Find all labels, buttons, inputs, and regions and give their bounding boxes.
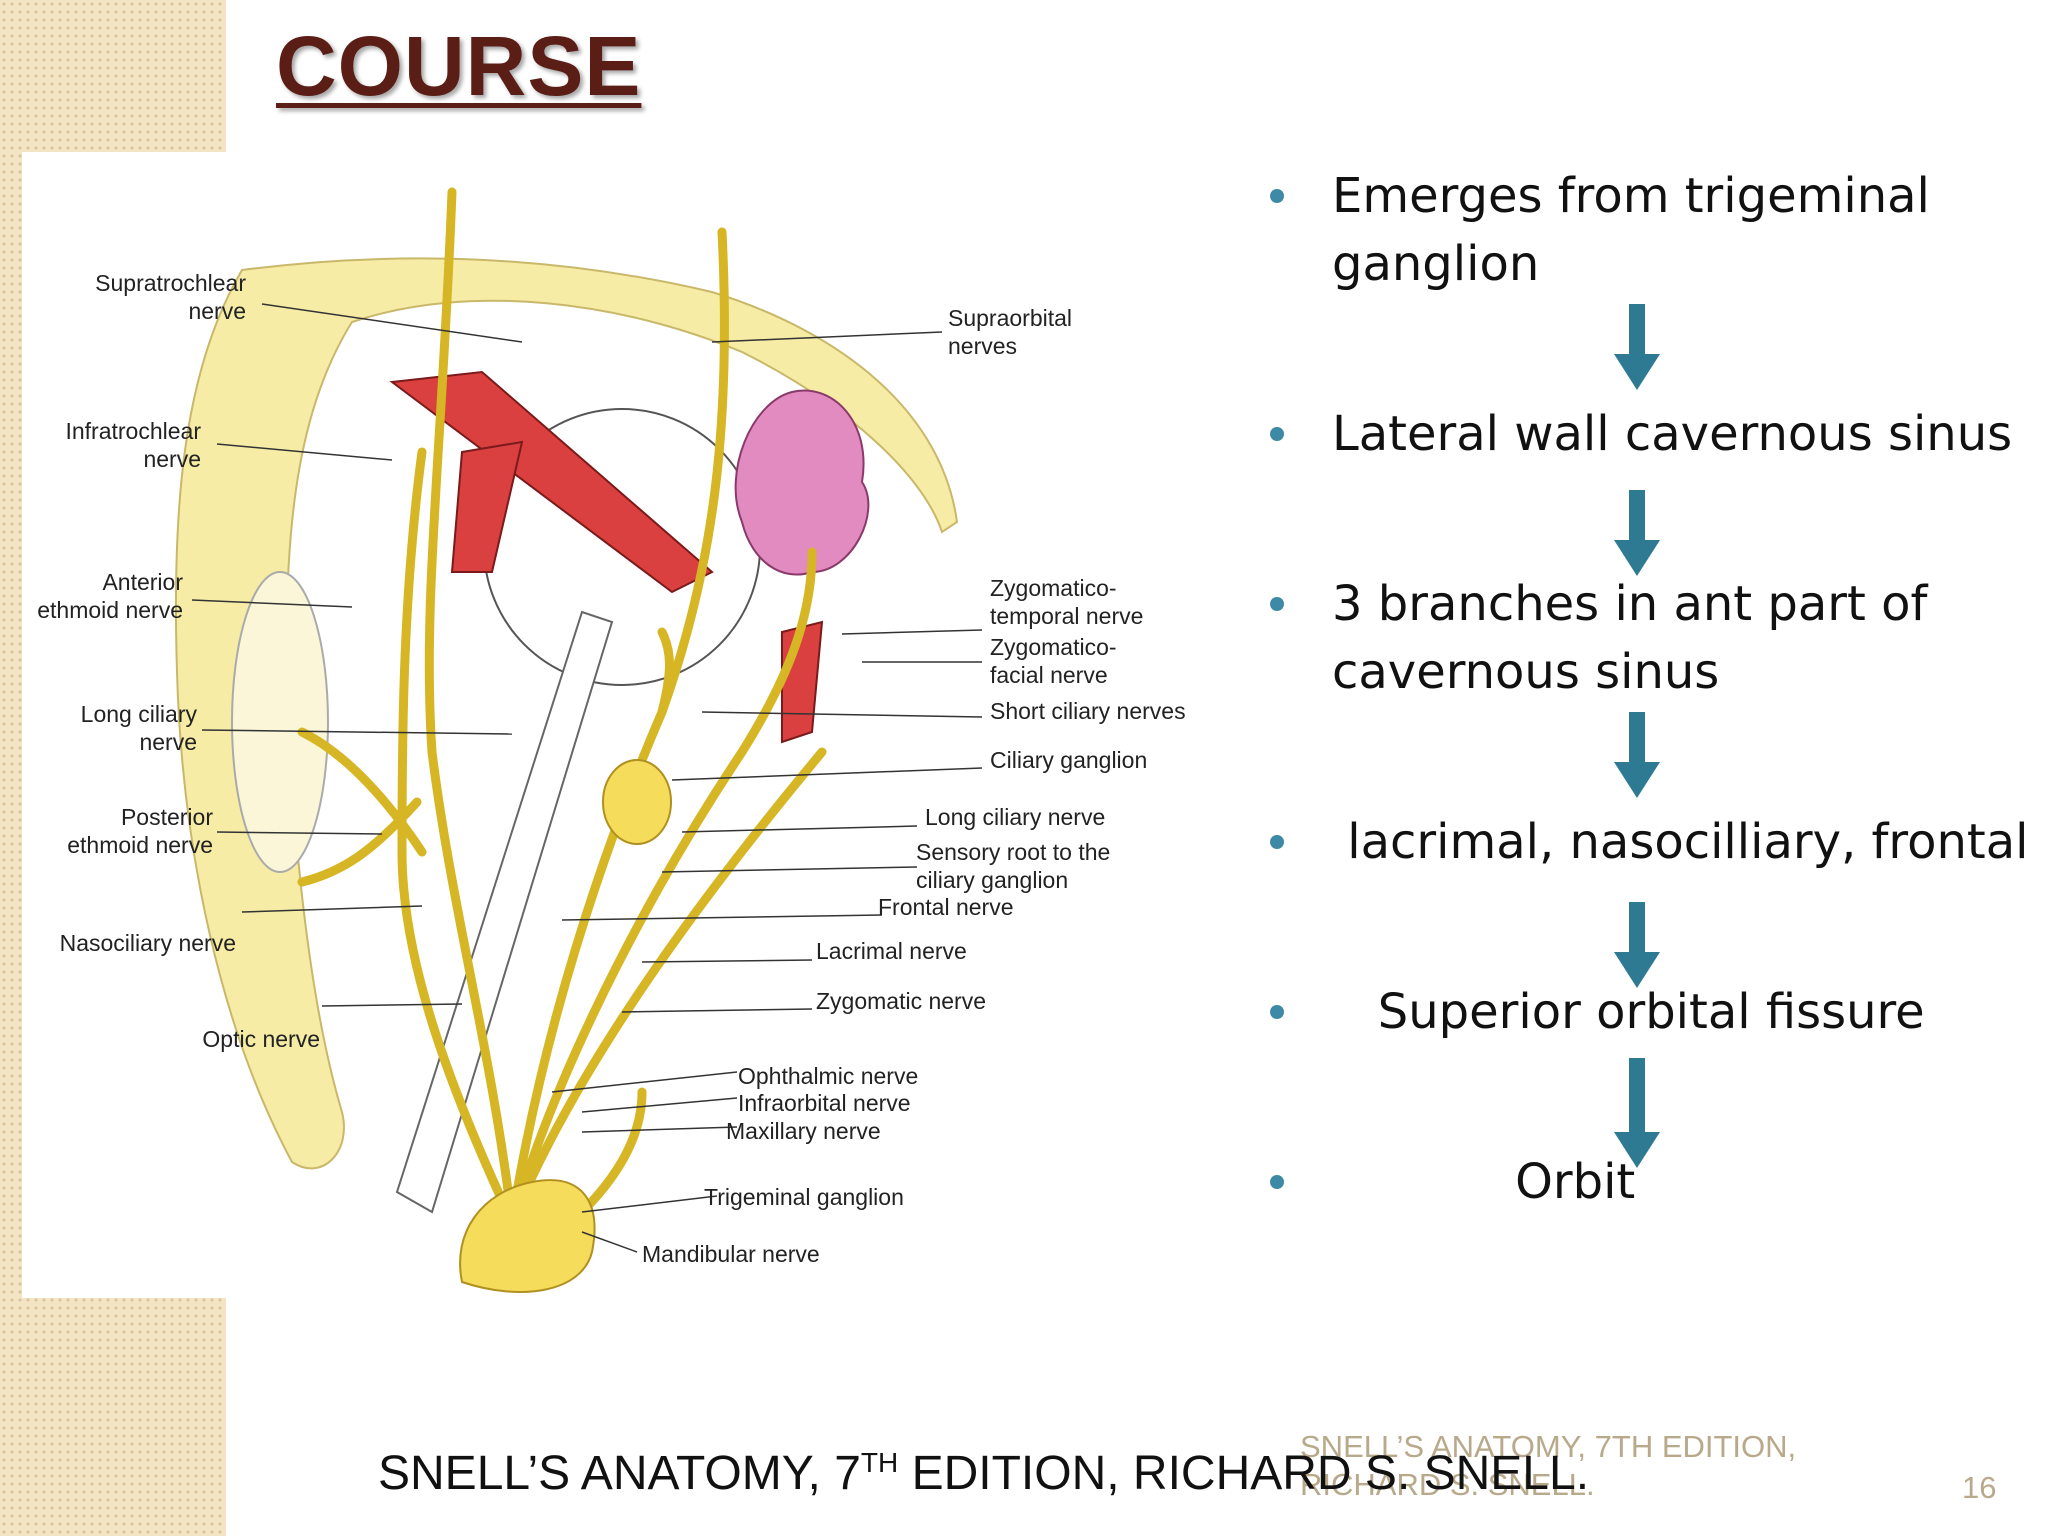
optic-nerve [395, 610, 614, 1214]
page-number: 16 [1962, 1470, 1997, 1505]
figure-label: Optic nerve [202, 1026, 320, 1052]
slide-footer: SNELL’S ANATOMY, 7TH EDITION, RICHARD S.… [1300, 1429, 1797, 1502]
ciliary-ganglion-shape [602, 759, 672, 845]
bullet-dot-icon [1270, 1175, 1284, 1189]
figure-label: Zygomatico- [990, 634, 1117, 660]
nerve-branches [297, 187, 827, 1227]
figure-label: Maxillary nerve [726, 1118, 881, 1144]
anatomy-figure: Supratrochlear nerve Infratrochlear nerv… [22, 152, 1212, 1298]
bullet-text: Lateral wall cavernous sinus [1332, 406, 2013, 462]
figure-label: Ciliary ganglion [990, 747, 1147, 773]
bullet-dot-icon [1270, 427, 1284, 441]
figure-label: Infratrochlear [65, 418, 201, 444]
figure-label: ethmoid nerve [37, 597, 183, 623]
source-credit: SNELL’S ANATOMY, 7TH EDITION, RICHARD S.… [378, 1446, 1589, 1501]
figure-label: temporal nerve [990, 603, 1143, 629]
figure-label: nerves [948, 333, 1017, 359]
leader-lines [191, 303, 983, 1253]
figure-label: nerve [143, 446, 201, 472]
bullet-text: Orbit [1332, 1154, 1636, 1210]
bullet-dot-icon [1270, 1005, 1284, 1019]
orbit-nerves-diagram: Supratrochlear nerve Infratrochlear nerv… [37, 187, 1186, 1293]
figure-label: Nasociliary nerve [60, 930, 236, 956]
lacrimal-gland [734, 389, 870, 576]
figure-label: Zygomatic nerve [816, 988, 986, 1014]
bullet-dot-icon [1270, 597, 1284, 611]
bullet-text: Emerges from trigeminal ganglion [1332, 168, 1930, 292]
slide-title: COURSE [276, 19, 642, 113]
figure-label: Lacrimal nerve [816, 938, 967, 964]
figure-labels-right: Supraorbital nerves Zygomatico- temporal… [642, 305, 1186, 1267]
figure-label: Posterior [121, 804, 213, 830]
orbit-bone [174, 257, 959, 1170]
figure-label: Long ciliary [81, 701, 198, 727]
figure-label: Supraorbital [948, 305, 1072, 331]
figure-labels-left: Supratrochlear nerve Infratrochlear nerv… [37, 270, 320, 1052]
figure-label: Supratrochlear [95, 270, 246, 296]
figure-label: Short ciliary nerves [990, 698, 1186, 724]
course-bullet-list: Emerges from trigeminal ganglion Lateral… [1262, 162, 2029, 1242]
figure-label: Long ciliary nerve [925, 804, 1105, 830]
figure-label: ciliary ganglion [916, 867, 1068, 893]
credit-text: EDITION, RICHARD S. SNELL. [898, 1447, 1590, 1500]
figure-label: Sensory root to the [916, 839, 1110, 865]
figure-label: Frontal nerve [878, 894, 1014, 920]
credit-superscript: TH [860, 1447, 899, 1478]
figure-label: Zygomatico- [990, 575, 1117, 601]
figure-label: ethmoid nerve [67, 832, 213, 858]
figure-label: nerve [139, 729, 197, 755]
bullet-text: 3 branches in ant part of cavernous sinu… [1332, 576, 1928, 700]
down-arrow-icon [1614, 1058, 1660, 1168]
figure-label: nerve [188, 298, 246, 324]
bullet-dot-icon [1270, 189, 1284, 203]
bullet-text: Superior orbital fissure [1332, 984, 1925, 1040]
bullet-text: lacrimal, nasocilliary, frontal [1332, 814, 2029, 870]
figure-label: Mandibular nerve [642, 1241, 820, 1267]
figure-label: Anterior [102, 569, 183, 595]
down-arrow-icon [1614, 902, 1660, 988]
credit-text: SNELL’S ANATOMY, 7 [378, 1447, 861, 1500]
figure-label: facial nerve [990, 662, 1108, 688]
figure-label: Trigeminal ganglion [704, 1184, 904, 1210]
figure-label: Ophthalmic nerve [738, 1063, 918, 1089]
ethmoid-region [231, 571, 329, 873]
superior-oblique-muscle [389, 370, 714, 594]
bullet-dot-icon [1270, 835, 1284, 849]
trigeminal-ganglion-shape [459, 1179, 596, 1293]
down-arrow-icon [1614, 490, 1660, 576]
down-arrow-icon [1614, 304, 1660, 390]
oblique-muscle [450, 440, 524, 573]
figure-label: Infraorbital nerve [738, 1090, 911, 1116]
down-arrow-icon [1614, 712, 1660, 798]
